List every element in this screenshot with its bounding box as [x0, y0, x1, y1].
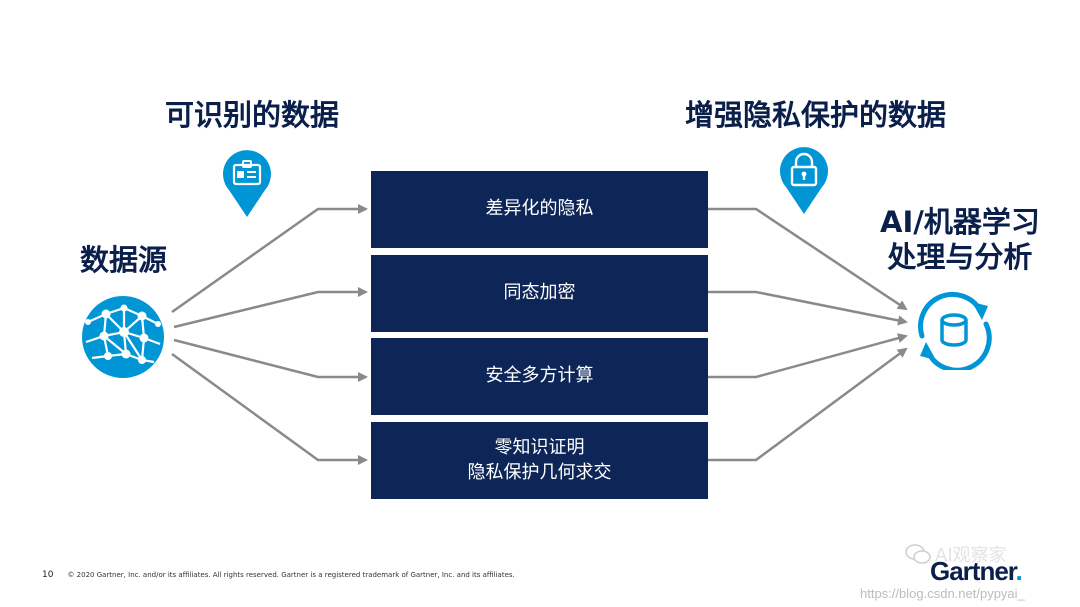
- arrow-source-to-box-1: [171, 204, 368, 314]
- channel-name: AI观察家: [935, 545, 1007, 566]
- arrow-box-2-to-target: [708, 290, 908, 326]
- copyright-notice: © 2020 Gartner, Inc. and/or its affiliat…: [67, 571, 515, 579]
- data-source-label: 数据源: [80, 243, 168, 277]
- database-sync-icon: [918, 291, 992, 370]
- wechat-icon: [905, 544, 931, 564]
- arrow-box-4-to-target: [708, 347, 908, 462]
- technique-label: 同态加密: [503, 282, 576, 304]
- network-globe-icon: [82, 296, 164, 378]
- technique-label-line-2: 隐私保护几何求交: [467, 461, 612, 483]
- technique-label: 安全多方计算: [485, 365, 594, 387]
- arrow-box-1-to-target: [708, 207, 908, 311]
- slide-footer: 10 © 2020 Gartner, Inc. and/or its affil…: [42, 570, 515, 580]
- gartner-logo: Gartner.: [930, 556, 1023, 586]
- channel-watermark: AI观察家: [905, 541, 1007, 567]
- arrow-source-to-box-4: [171, 352, 368, 465]
- brand-name: Gartner: [930, 556, 1016, 586]
- ai-processing-label-line-1: AI/机器学习: [880, 205, 1040, 239]
- ai-processing-label: AI/机器学习 处理与分析: [880, 205, 1040, 275]
- privacy-enhanced-data-title: 增强隐私保护的数据: [685, 98, 947, 132]
- technique-label-line-1: 零知识证明: [494, 437, 585, 459]
- identifiable-data-title: 可识别的数据: [165, 98, 340, 132]
- technique-box-differential-privacy: 差异化的隐私: [371, 171, 708, 248]
- source-url: https://blog.csdn.net/pypyai_: [860, 586, 1025, 601]
- page-number: 10: [42, 570, 54, 580]
- arrow-source-to-box-3: [173, 338, 368, 382]
- technique-box-secure-mpc: 安全多方计算: [371, 338, 708, 415]
- arrow-source-to-box-2: [173, 287, 368, 329]
- arrow-box-3-to-target: [708, 333, 908, 379]
- id-badge-icon: [223, 150, 271, 217]
- technique-box-homomorphic-encryption: 同态加密: [371, 255, 708, 332]
- lock-icon: [780, 147, 828, 214]
- ai-processing-label-line-2: 处理与分析: [887, 239, 1033, 274]
- technique-label: 差异化的隐私: [485, 198, 594, 220]
- technique-box-zero-knowledge-psi: 零知识证明 隐私保护几何求交: [371, 422, 708, 499]
